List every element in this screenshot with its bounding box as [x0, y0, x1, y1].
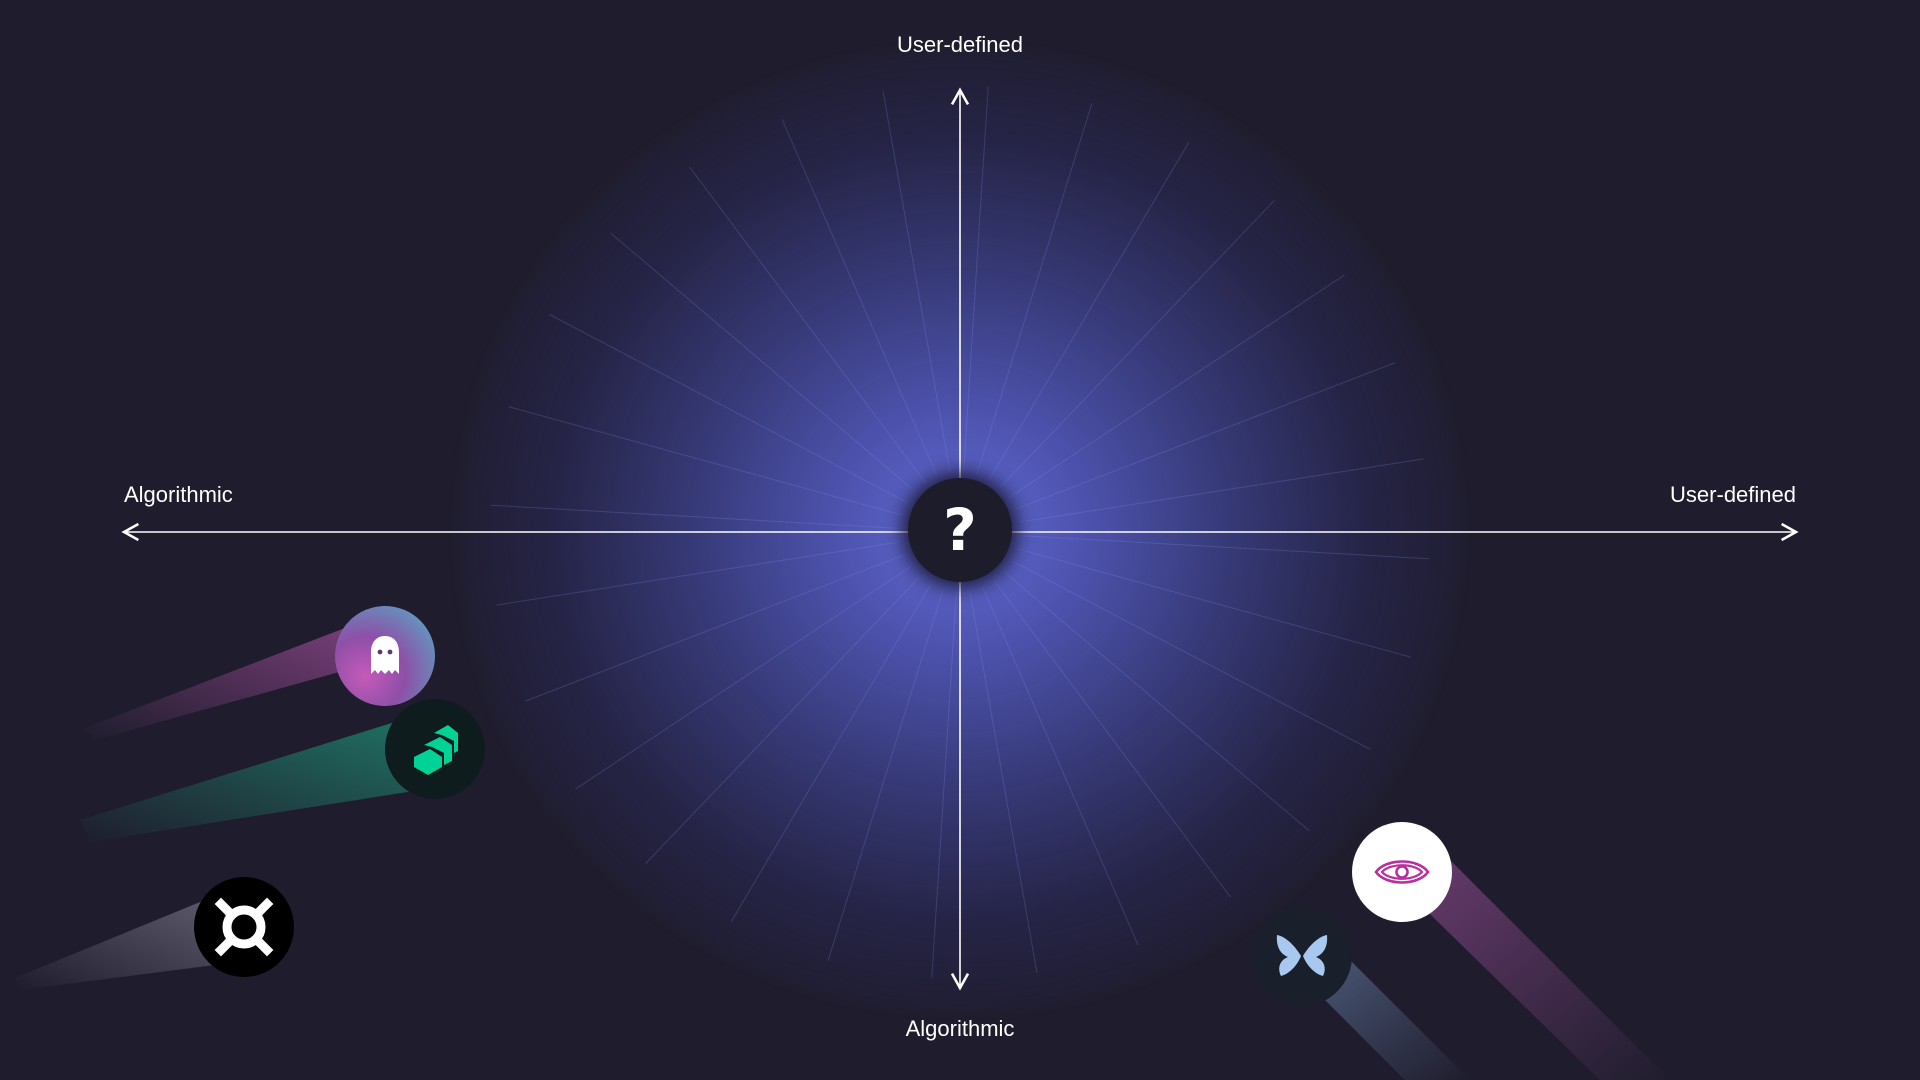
radial-ray: [882, 91, 951, 473]
radial-ray: [982, 587, 1139, 946]
radial-ray: [1017, 548, 1412, 658]
radial-ray: [1004, 571, 1310, 832]
radial-rays: [490, 86, 1430, 978]
compound-logo-icon: [385, 699, 485, 799]
axis-label-top: User-defined: [897, 32, 1023, 57]
radial-ray: [730, 584, 932, 923]
radial-ray: [689, 166, 926, 484]
radial-ray: [496, 541, 901, 606]
butterfly-trail: [1300, 955, 1470, 1080]
radial-ray: [610, 232, 916, 493]
axis-label-bottom: Algorithmic: [905, 1016, 1015, 1041]
eye-logo-icon: [1352, 822, 1452, 922]
radial-ray: [969, 591, 1038, 973]
radial-ray: [1015, 362, 1396, 510]
radial-ray: [994, 580, 1231, 898]
butterfly-logo-icon: [1252, 906, 1352, 1006]
radial-ray: [781, 118, 938, 477]
ghost-trail: [85, 628, 375, 740]
radial-ray: [508, 406, 903, 516]
radial-ray: [549, 314, 908, 504]
radial-ray: [963, 86, 989, 473]
radial-ray: [999, 199, 1275, 488]
radial-ray: [988, 141, 1190, 480]
radial-ray: [827, 589, 944, 961]
ghost-logo-icon: [335, 606, 435, 706]
radial-ray: [490, 504, 901, 529]
compound-trail: [80, 722, 420, 842]
axis-label-left: Algorithmic: [124, 482, 233, 507]
radial-ray: [976, 103, 1093, 475]
frax-trail: [15, 900, 215, 990]
axis-label-right: User-defined: [1670, 482, 1796, 507]
radial-ray: [931, 591, 957, 978]
radial-ray: [1012, 560, 1371, 750]
radial-ray: [1019, 535, 1430, 560]
frax-logo-icon: [194, 877, 294, 977]
radial-ray: [645, 576, 921, 865]
eye-trail: [1395, 860, 1670, 1080]
radial-ray: [1008, 274, 1345, 498]
radial-ray: [575, 566, 912, 790]
question-mark-icon: ?: [943, 496, 977, 564]
radial-ray: [1019, 458, 1424, 523]
center-question-node: ?: [908, 478, 1012, 582]
radial-ray: [524, 554, 905, 702]
